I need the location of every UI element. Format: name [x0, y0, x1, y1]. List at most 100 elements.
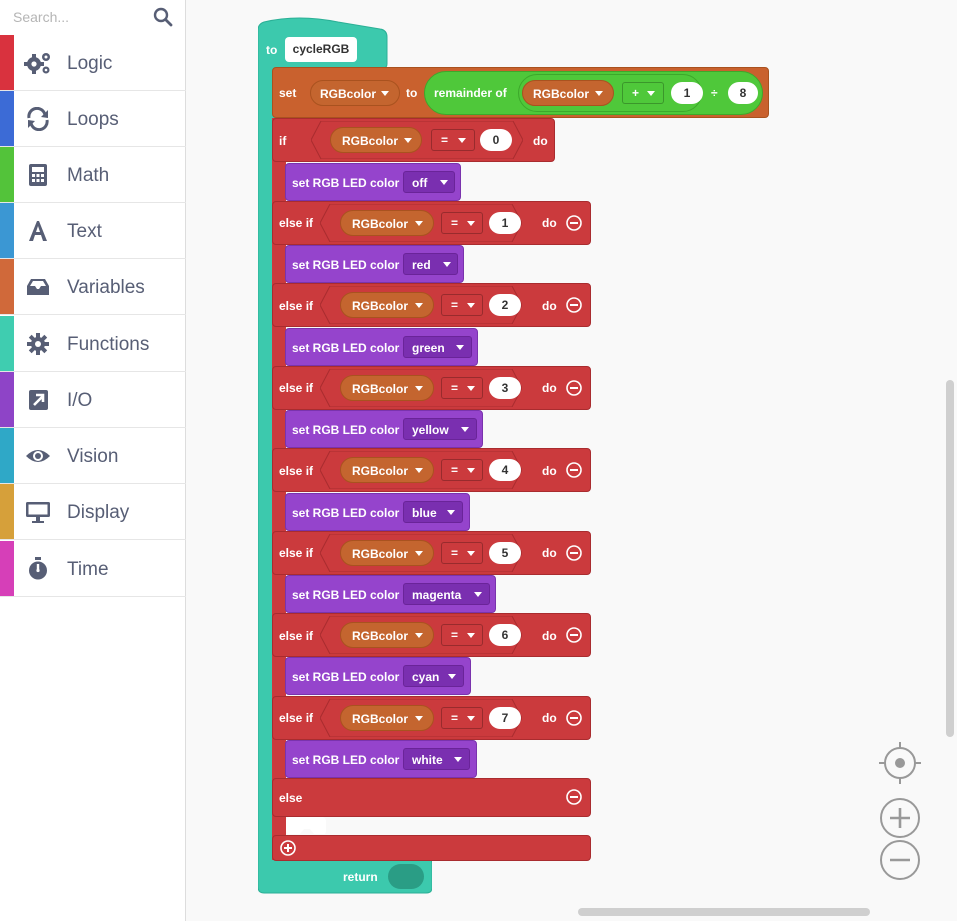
led-color-value: yellow	[412, 423, 449, 437]
vertical-scrollbar[interactable]	[946, 380, 954, 737]
search-input[interactable]	[0, 0, 150, 34]
operator-symbol: =	[451, 546, 459, 560]
led-color-dropdown[interactable]: white	[403, 748, 470, 770]
operator-symbol: =	[451, 463, 459, 477]
number-input[interactable]: 1	[671, 82, 703, 104]
compare-operator-dropdown[interactable]: =	[441, 624, 483, 646]
return-value-slot[interactable]	[388, 864, 424, 889]
search-icon[interactable]	[152, 6, 174, 28]
compare-variable-dropdown[interactable]: RGBcolor	[340, 292, 434, 318]
remove-branch-minus-icon[interactable]	[566, 380, 582, 396]
compare-value-input[interactable]: 5	[489, 542, 521, 564]
horizontal-scrollbar[interactable]	[578, 908, 870, 916]
letter-a-icon	[29, 221, 47, 241]
else-if-keyword: else if	[279, 711, 314, 725]
empty-statement-slot[interactable]	[286, 817, 326, 835]
set-led-label: set RGB LED color	[292, 506, 400, 520]
chevron-down-icon	[454, 757, 462, 762]
compare-operator-dropdown[interactable]: =	[441, 294, 483, 316]
compare-variable-dropdown[interactable]: RGBcolor	[340, 705, 434, 731]
math-operator-dropdown[interactable]: +	[622, 82, 664, 104]
remove-branch-minus-icon[interactable]	[566, 462, 582, 478]
compare-operator-dropdown[interactable]: =	[441, 377, 483, 399]
category-variables[interactable]: Variables	[0, 259, 186, 315]
compare-variable-dropdown[interactable]: RGBcolor	[340, 375, 434, 401]
compare-value-input[interactable]: 7	[489, 707, 521, 729]
chevron-down-icon	[404, 138, 412, 143]
set-led-label: set RGB LED color	[292, 670, 400, 684]
category-color-bar	[0, 259, 14, 314]
led-color-dropdown[interactable]: cyan	[403, 665, 464, 687]
else-if-keyword: else if	[279, 629, 314, 643]
compare-variable-dropdown[interactable]: RGBcolor	[340, 210, 434, 236]
zoom-in-icon[interactable]	[879, 797, 921, 839]
compare-variable-dropdown[interactable]: RGBcolor	[340, 540, 434, 566]
variable-name: RGBcolor	[342, 134, 399, 148]
operator-symbol: =	[451, 628, 459, 642]
do-keyword: do	[542, 711, 557, 725]
led-color-dropdown[interactable]: green	[403, 336, 472, 358]
chevron-down-icon	[443, 262, 451, 267]
compare-operator-dropdown[interactable]: =	[441, 459, 483, 481]
category-vision[interactable]: Vision	[0, 428, 186, 484]
operator-symbol: =	[451, 298, 459, 312]
compare-variable-dropdown[interactable]: RGBcolor	[340, 457, 434, 483]
compare-operator-dropdown[interactable]: =	[441, 542, 483, 564]
remove-branch-minus-icon[interactable]	[566, 710, 582, 726]
else-row[interactable]	[272, 778, 591, 817]
chevron-down-icon	[467, 221, 475, 226]
recenter-target-icon[interactable]	[879, 742, 921, 784]
led-color-dropdown[interactable]: red	[403, 253, 458, 275]
variable-name: RGBcolor	[533, 87, 590, 101]
compare-value-input[interactable]: 2	[489, 294, 521, 316]
set-led-label: set RGB LED color	[292, 258, 400, 272]
category-logic[interactable]: Logic	[0, 35, 186, 91]
category-io[interactable]: I/O	[0, 372, 186, 428]
led-color-dropdown[interactable]: yellow	[403, 418, 477, 440]
zoom-out-icon[interactable]	[879, 839, 921, 881]
remove-branch-minus-icon[interactable]	[566, 215, 582, 231]
compare-operator-dropdown[interactable]: =	[441, 707, 483, 729]
compare-variable-dropdown[interactable]: RGBcolor	[330, 127, 422, 153]
compare-value-input[interactable]: 0	[480, 129, 512, 151]
category-math[interactable]: Math	[0, 147, 186, 203]
add-branch-plus-icon[interactable]	[280, 840, 296, 856]
compare-variable-dropdown[interactable]: RGBcolor	[340, 622, 434, 648]
compare-operator-dropdown[interactable]: =	[431, 129, 475, 151]
compare-value-input[interactable]: 6	[489, 624, 521, 646]
led-color-value: off	[412, 176, 428, 190]
category-time[interactable]: Time	[0, 541, 186, 597]
set-variable-dropdown[interactable]: RGBcolor	[310, 80, 400, 106]
category-loops[interactable]: Loops	[0, 91, 186, 147]
category-functions[interactable]: Functions	[0, 316, 186, 372]
if-block-footer	[272, 835, 591, 861]
addition-variable-dropdown[interactable]: RGBcolor	[522, 80, 614, 106]
else-if-keyword: else if	[279, 299, 314, 313]
led-color-dropdown[interactable]: magenta	[403, 583, 490, 605]
compare-operator-dropdown[interactable]: =	[441, 212, 483, 234]
remove-branch-minus-icon[interactable]	[566, 627, 582, 643]
variable-name: RGBcolor	[320, 87, 377, 101]
compare-value-input[interactable]: 1	[489, 212, 521, 234]
loop-arrows-icon	[27, 107, 49, 131]
set-led-label: set RGB LED color	[292, 588, 400, 602]
chevron-down-icon	[456, 345, 464, 350]
set-led-block[interactable]	[285, 575, 496, 613]
category-color-bar	[0, 35, 14, 90]
variable-name: RGBcolor	[352, 629, 409, 643]
compare-value-input[interactable]: 3	[489, 377, 521, 399]
led-color-dropdown[interactable]: off	[403, 171, 455, 193]
do-keyword: do	[542, 299, 557, 313]
function-name-field[interactable]: cycleRGB	[285, 37, 357, 62]
category-display[interactable]: Display	[0, 484, 186, 540]
number-input[interactable]: 8	[728, 82, 758, 104]
compare-value-input[interactable]: 4	[489, 459, 521, 481]
led-color-dropdown[interactable]: blue	[403, 501, 463, 523]
return-keyword: return	[343, 870, 378, 884]
chevron-down-icon	[415, 221, 423, 226]
remove-else-minus-icon[interactable]	[566, 789, 582, 805]
category-text[interactable]: Text	[0, 203, 186, 259]
remove-branch-minus-icon[interactable]	[566, 297, 582, 313]
led-color-value: red	[412, 258, 431, 272]
remove-branch-minus-icon[interactable]	[566, 545, 582, 561]
